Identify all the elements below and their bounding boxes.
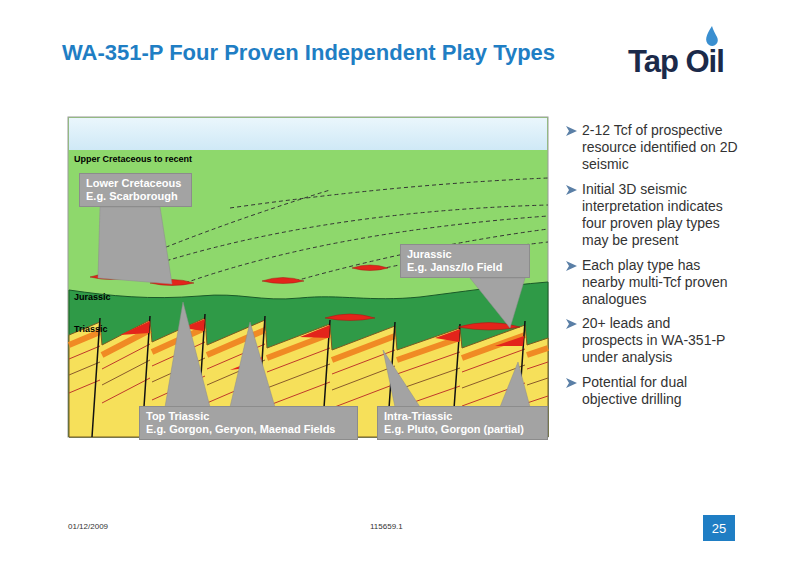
node-heading: Intra-Triassic [384, 410, 541, 423]
bullet-text: 20+ leads and prospects in WA-351-P unde… [582, 315, 732, 366]
slide-title: WA-351-P Four Proven Independent Play Ty… [62, 40, 555, 66]
callout-pointer [383, 350, 530, 407]
callout-pointer [165, 302, 275, 407]
bullet-text: 2-12 Tcf of prospective resource identif… [582, 122, 744, 173]
node-body: E.g. Scarborough [86, 190, 185, 203]
section-frame [68, 117, 548, 437]
callout-pointer [98, 207, 172, 284]
node-heading: 25 [712, 521, 726, 536]
page-number: 25 [703, 515, 735, 541]
company-logo: Tap Oil [628, 46, 724, 77]
layer-name: Upper Cretaceous to recent [74, 154, 192, 164]
callout-box: Intra-TriassicE.g. Pluto, Gorgon (partia… [377, 406, 548, 440]
logo-drop [706, 26, 718, 46]
node-heading: Lower Cretaceous [86, 177, 185, 190]
node-body: E.g. Jansz/Io Field [407, 261, 523, 274]
bullet-text: Each play type has nearby multi-Tcf prov… [582, 257, 744, 308]
node-heading: Top Triassic [146, 410, 351, 423]
layer-name: Jurassic [74, 292, 111, 302]
bullet-marker [566, 126, 577, 388]
callout-box: JurassicE.g. Jansz/Io Field [400, 244, 530, 278]
sea-water [69, 118, 547, 150]
node-body: E.g. Pluto, Gorgon (partial) [384, 423, 541, 436]
triassic-bed [69, 342, 548, 374]
bullet-text: Initial 3D seismic interpretation indica… [582, 181, 744, 249]
layer-name: Triassic [74, 324, 108, 334]
callout-box: Top TriassicE.g. Gorgon, Geryon, Maenad … [139, 406, 358, 440]
footer-reference: 115659.1 [370, 522, 403, 531]
bullet-text: Potential for dual objective drilling [582, 374, 744, 408]
node-heading: Jurassic [407, 248, 523, 261]
node-body: E.g. Gorgon, Geryon, Maenad Fields [146, 423, 351, 436]
triassic-bed [69, 358, 548, 390]
triassic-bed [69, 376, 548, 408]
callout-box: Lower CretaceousE.g. Scarborough [79, 173, 192, 207]
footer-date: 01/12/2009 [68, 522, 108, 531]
callout-pointer [470, 278, 525, 328]
